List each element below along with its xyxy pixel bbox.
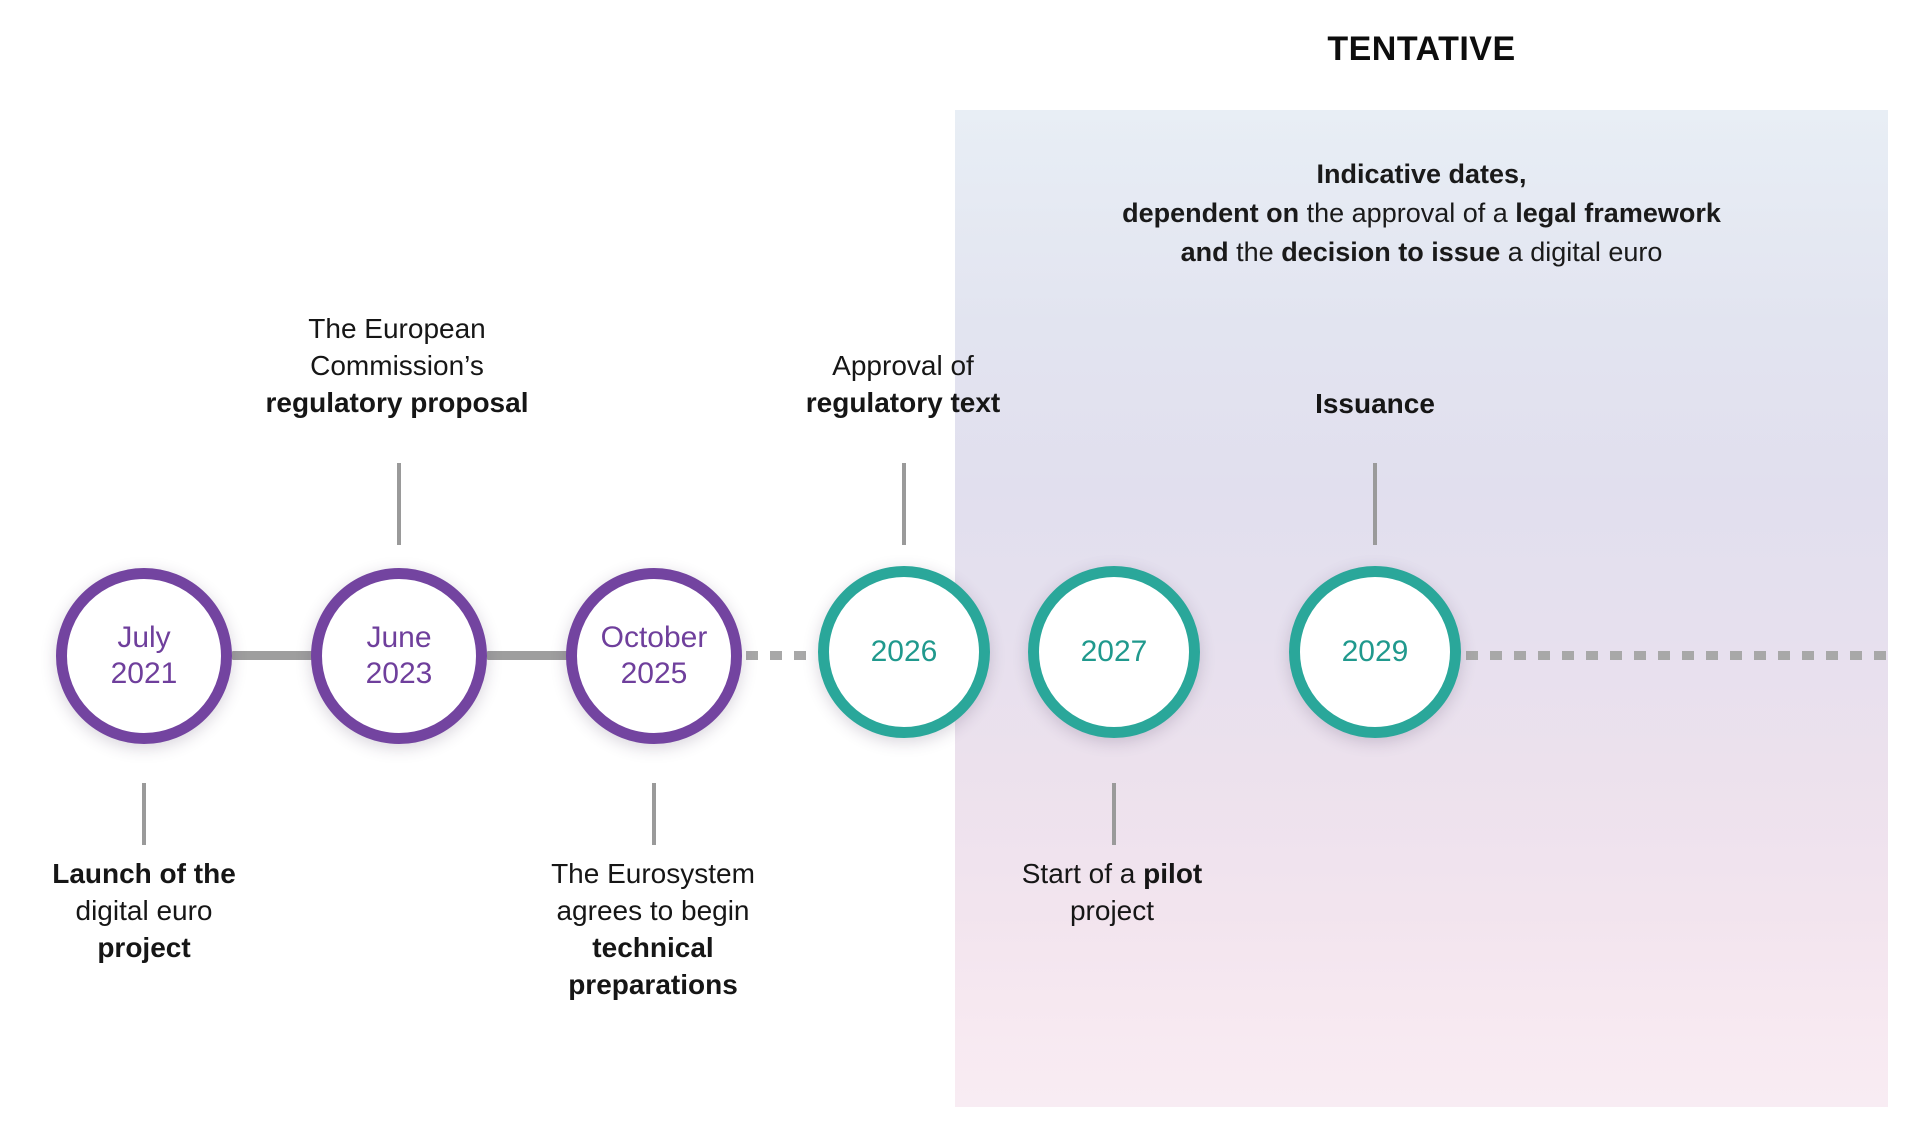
annotation-2027-line-1-plain: Start of a: [1021, 858, 1144, 889]
stem-2027-below: [1112, 783, 1116, 845]
tentative-note-line-3-bold-b: decision to issue: [1281, 237, 1501, 267]
annotation-2029-line-1-bold: Issuance: [1315, 388, 1435, 419]
node-2029[interactable]: 2029: [1289, 566, 1461, 738]
annotation-2026-line-1: Approval of: [832, 350, 974, 381]
annotation-june-2023: The European Commission’s regulatory pro…: [232, 310, 562, 421]
annotation-2027-line-1: Start of a pilot: [962, 855, 1262, 892]
tentative-note: Indicative dates, dependent on the appro…: [955, 155, 1888, 272]
tentative-note-line-2-bold-b: legal framework: [1515, 198, 1721, 228]
spine-dotted-2025-2026: [746, 651, 818, 660]
annotation-june-2023-line-1: The European: [308, 313, 486, 344]
annotation-2029: Issuance: [1235, 385, 1515, 422]
annotation-october-2025-line-3: technical: [500, 929, 806, 966]
spine-segment-2023-2025: [487, 651, 572, 660]
node-label-2027: 2027: [1080, 635, 1148, 668]
annotation-july-2021-line-1-bold: Launch of the: [52, 858, 236, 889]
node-label-july-2021: July 2021: [110, 621, 178, 690]
annotation-october-2025-line-3-bold: technical: [592, 932, 714, 963]
annotation-july-2021-line-2: digital euro: [75, 895, 213, 926]
tentative-note-line-3-plain-b: a digital euro: [1500, 237, 1663, 267]
tentative-note-line-2: dependent on the approval of a legal fra…: [955, 194, 1888, 233]
annotation-2029-line-1: Issuance: [1235, 385, 1515, 422]
annotation-october-2025-line-4: preparations: [500, 966, 806, 1003]
annotation-2027: Start of a pilot project: [962, 855, 1262, 929]
annotation-june-2023-line-3-bold: regulatory proposal: [265, 387, 529, 418]
annotation-2027-line-1-bold: pilot: [1143, 858, 1203, 889]
node-label-2026: 2026: [870, 635, 938, 668]
stem-2029-above: [1373, 463, 1377, 545]
tentative-note-line-1-bold: Indicative dates,: [1316, 159, 1527, 189]
annotation-october-2025-line-4-bold: preparations: [568, 969, 738, 1000]
tentative-note-line-3-plain-a: the: [1228, 237, 1282, 267]
node-2026[interactable]: 2026: [818, 566, 990, 738]
stem-october-2025-below: [652, 783, 656, 845]
node-label-october-2025: October 2025: [600, 621, 708, 690]
spine-dotted-after-2029: [1466, 651, 1890, 660]
annotation-2026-line-2-bold: regulatory text: [805, 387, 1001, 418]
stem-july-2021-below: [142, 783, 146, 845]
annotation-2026: Approval of regulatory text: [760, 347, 1046, 421]
stem-june-2023-above: [397, 463, 401, 545]
annotation-october-2025-line-1: The Eurosystem: [551, 858, 755, 889]
stem-2026-above: [902, 463, 906, 545]
annotation-july-2021-line-3-bold: project: [97, 932, 191, 963]
tentative-note-line-3-bold-a: and: [1180, 237, 1229, 267]
annotation-2027-line-2: project: [1069, 895, 1155, 926]
annotation-june-2023-line-3: regulatory proposal: [232, 384, 562, 421]
node-july-2021[interactable]: July 2021: [56, 568, 232, 744]
annotation-2026-line-2: regulatory text: [760, 384, 1046, 421]
tentative-note-line-2-bold-a: dependent on: [1122, 198, 1300, 228]
annotation-june-2023-line-2: Commission’s: [310, 350, 484, 381]
annotation-july-2021: Launch of the digital euro project: [0, 855, 288, 966]
tentative-note-line-3: and the decision to issue a digital euro: [955, 233, 1888, 272]
node-june-2023[interactable]: June 2023: [311, 568, 487, 744]
tentative-title: TENTATIVE: [1327, 30, 1516, 68]
node-label-june-2023: June 2023: [365, 621, 433, 690]
annotation-july-2021-line-3: project: [0, 929, 288, 966]
node-2027[interactable]: 2027: [1028, 566, 1200, 738]
annotation-october-2025-line-2: agrees to begin: [556, 895, 750, 926]
node-label-2029: 2029: [1341, 635, 1409, 668]
node-october-2025[interactable]: October 2025: [566, 568, 742, 744]
tentative-note-line-1: Indicative dates,: [955, 155, 1888, 194]
spine-segment-2021-2023: [232, 651, 317, 660]
annotation-october-2025: The Eurosystem agrees to begin technical…: [500, 855, 806, 1003]
tentative-note-line-2-plain-a: the approval of a: [1299, 198, 1516, 228]
annotation-july-2021-line-1: Launch of the: [0, 855, 288, 892]
